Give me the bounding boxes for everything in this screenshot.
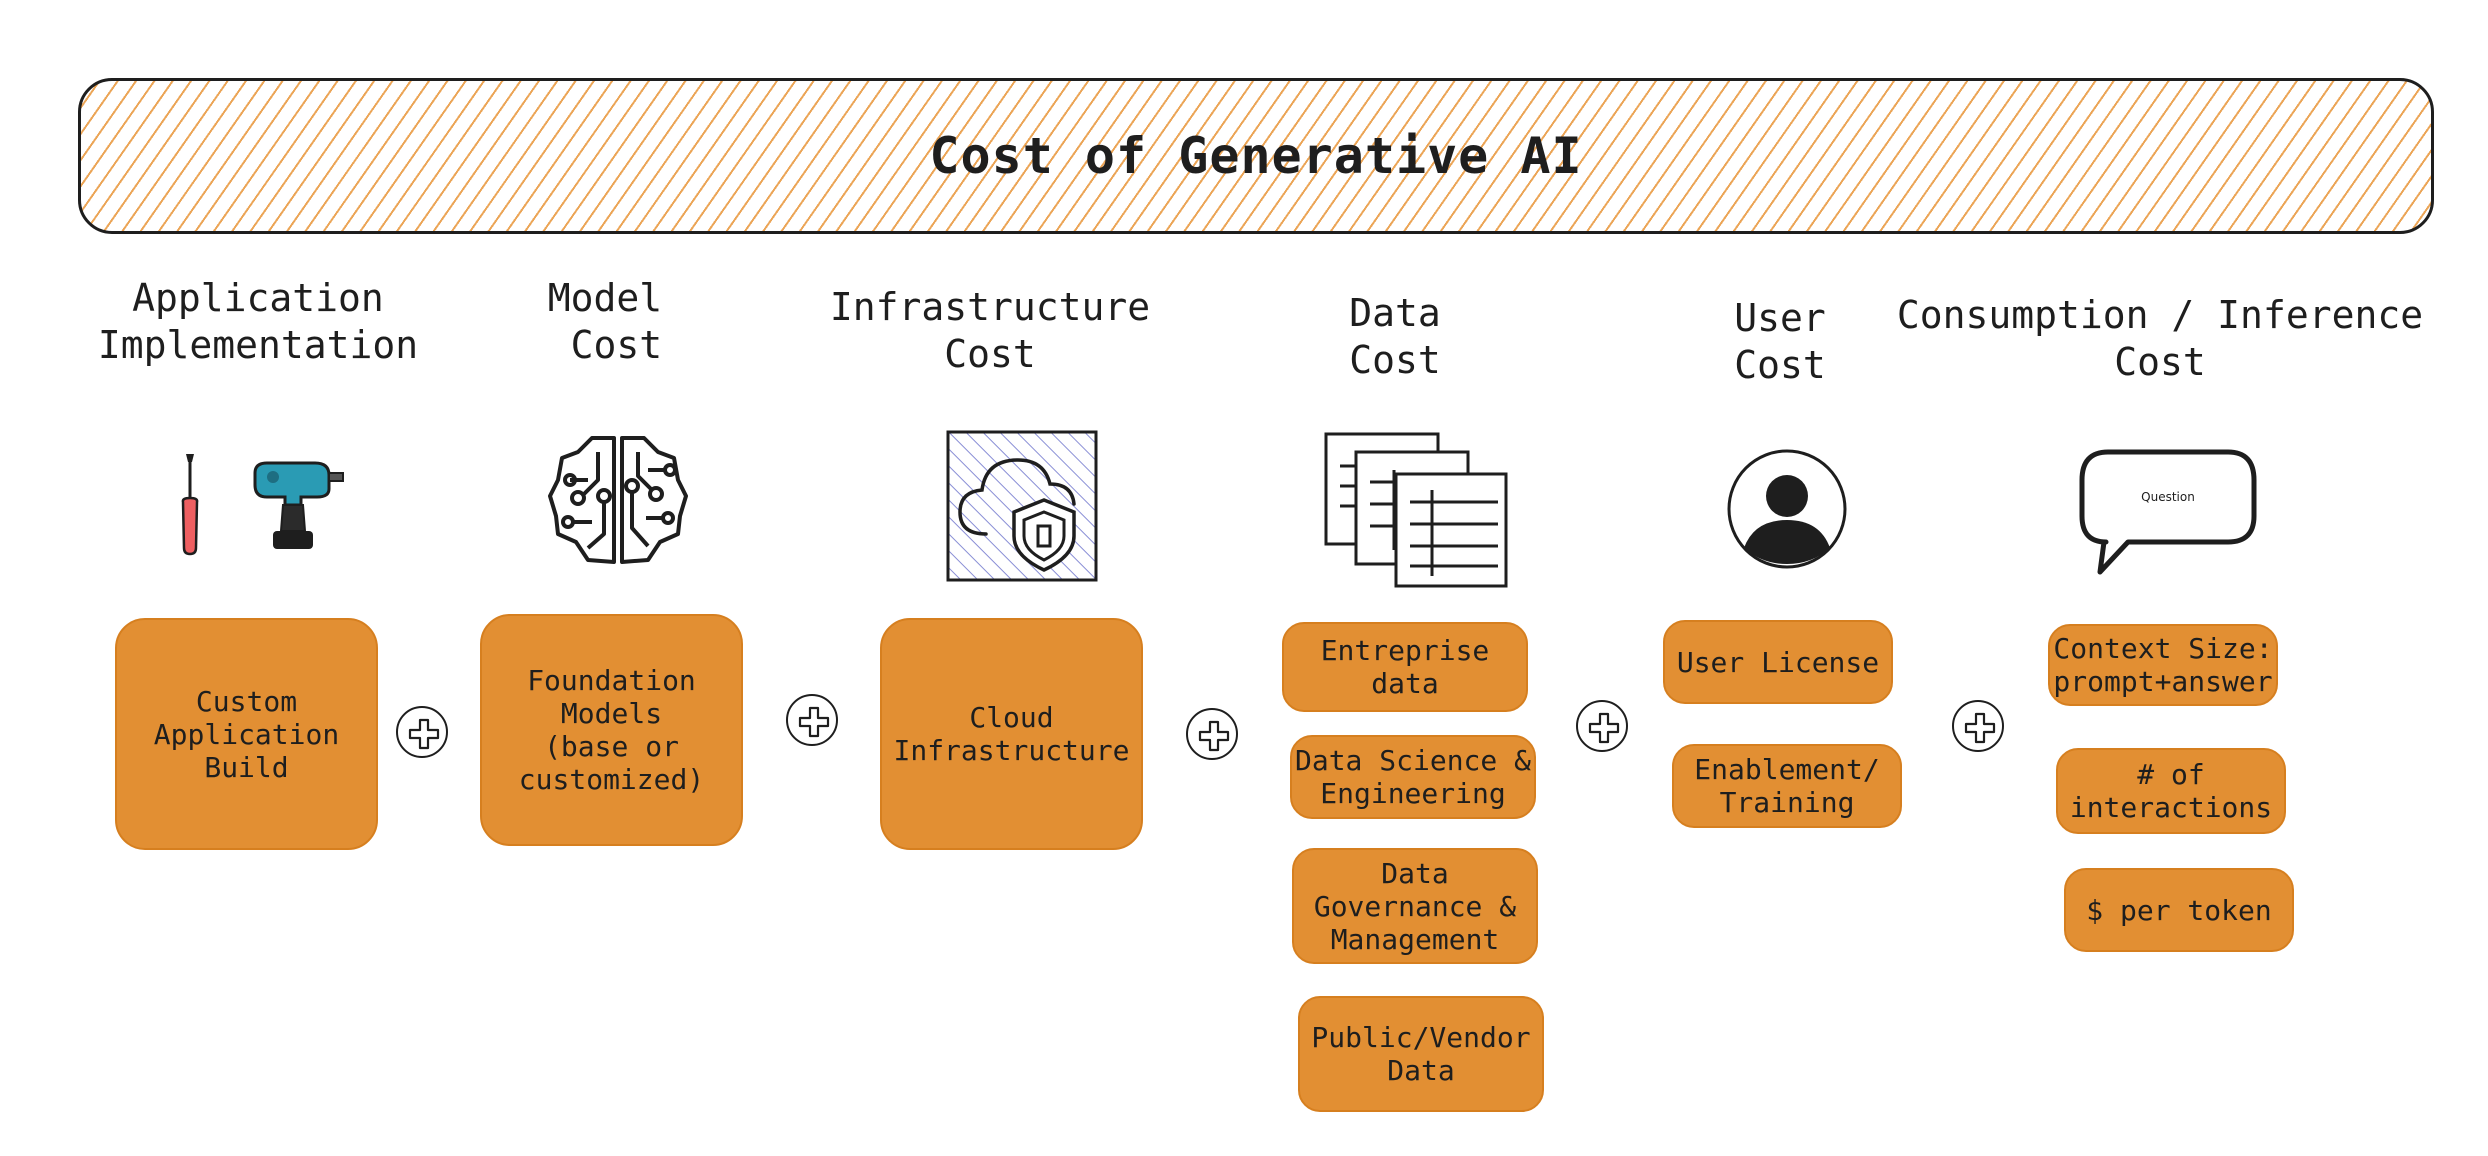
header-infrastructure-cost: Infrastructure Cost	[829, 285, 1151, 376]
box-dollar-per-token: $ per token	[2064, 868, 2294, 952]
plus-icon	[1952, 700, 2004, 752]
box-entreprise-data: Entreprise data	[1282, 622, 1528, 712]
plus-icon	[396, 706, 448, 758]
box-enablement-training: Enablement/ Training	[1672, 744, 1902, 828]
header-data-cost: Data Cost	[1349, 291, 1441, 382]
title-banner: Cost of Generative AI	[78, 78, 2434, 234]
page-title: Cost of Generative AI	[929, 127, 1583, 185]
header-application-implementation: Application Implementation	[97, 276, 419, 367]
plus-icon	[1186, 708, 1238, 760]
ai-brain-circuit-icon	[548, 430, 688, 570]
plus-icon	[1576, 700, 1628, 752]
speech-bubble-icon: Question	[2078, 446, 2258, 576]
screwdriver-icon	[170, 450, 210, 560]
header-user-cost: User Cost	[1734, 296, 1826, 387]
box-number-of-interactions: # of interactions	[2056, 748, 2286, 834]
box-foundation-models: Foundation Models (base or customized)	[480, 614, 743, 846]
box-data-science-engineering: Data Science & Engineering	[1290, 735, 1536, 819]
user-avatar-icon	[1726, 448, 1848, 570]
speech-bubble-label: Question	[2141, 490, 2195, 504]
box-public-vendor-data: Public/Vendor Data	[1298, 996, 1544, 1112]
power-drill-icon	[245, 455, 345, 555]
cloud-security-icon	[946, 430, 1098, 582]
box-user-license: User License	[1663, 620, 1893, 704]
header-model-cost: Model Cost	[547, 276, 663, 367]
box-custom-application-build: Custom Application Build	[115, 618, 378, 850]
stacked-documents-icon	[1322, 430, 1512, 590]
box-context-size: Context Size: prompt+answer	[2048, 624, 2278, 706]
box-cloud-infrastructure: Cloud Infrastructure	[880, 618, 1143, 850]
header-consumption-inference-cost: Consumption / Inference Cost	[1896, 293, 2424, 384]
plus-icon	[786, 694, 838, 746]
box-data-governance-management: Data Governance & Management	[1292, 848, 1538, 964]
